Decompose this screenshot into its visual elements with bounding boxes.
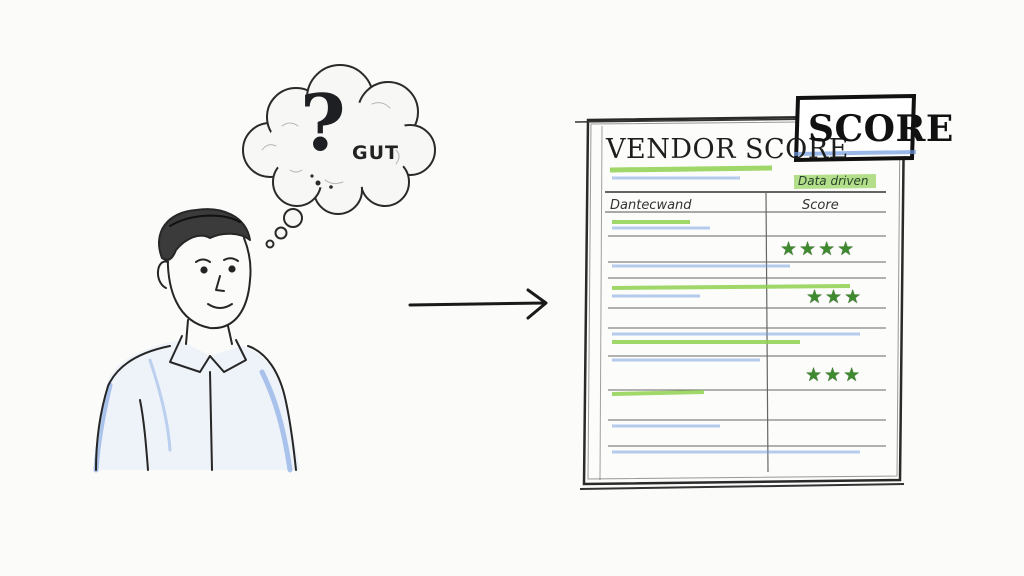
bubble-dots xyxy=(310,174,333,189)
right-arrow-icon xyxy=(408,288,548,320)
scorecard-panel xyxy=(574,93,917,490)
star-rating-row-1: ★★★★ xyxy=(780,238,857,260)
question-mark-icon: ? xyxy=(300,78,346,169)
score-badge: SCORE xyxy=(808,108,954,150)
star-rating-row-3: ★★★ xyxy=(805,364,863,386)
column-header-left: Dantecwand xyxy=(610,198,692,213)
star-rating-row-2: ★★★ xyxy=(806,286,864,308)
scorecard-title: VENDOR SCORE xyxy=(606,134,849,165)
scorecard-subtitle: Data driven xyxy=(798,174,869,188)
column-header-score: Score xyxy=(802,198,839,213)
gut-label: GUT xyxy=(352,142,399,164)
thought-bubble-icon xyxy=(242,64,436,249)
person-sketch xyxy=(93,208,300,473)
